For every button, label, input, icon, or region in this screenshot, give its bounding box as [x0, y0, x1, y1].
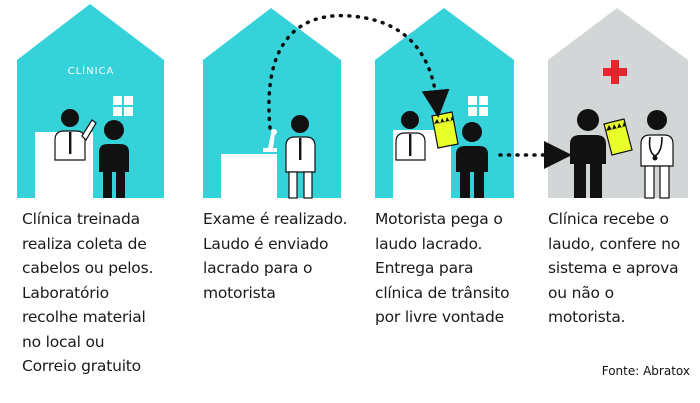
- window-icon: [113, 96, 133, 116]
- house-icon-1: CLÍNICA: [17, 4, 164, 198]
- step-1-caption: Clínica treinada realiza coleta de cabel…: [22, 210, 154, 375]
- doctor-icon: [54, 109, 97, 161]
- arrow-lab-to-driver: [267, 13, 450, 130]
- person-icon: [99, 120, 129, 198]
- house-sign-clinica: CLÍNICA: [68, 64, 115, 77]
- microscope-icon: [263, 129, 277, 152]
- window-icon: [468, 96, 488, 116]
- house-icon-2: [203, 8, 341, 199]
- person-icon: [456, 122, 488, 198]
- doctor-icon: [285, 115, 316, 199]
- lab-bench: [221, 154, 277, 198]
- sealed-report-icon: [603, 118, 633, 156]
- step-4-caption: Clínica recebe o laudo, confere no siste…: [548, 210, 681, 326]
- step-3-caption: Motorista pega o laudo lacrado. Entrega …: [375, 210, 510, 326]
- source-credit: Fonte: Abratox: [601, 364, 690, 378]
- person-icon: [570, 109, 606, 198]
- house-icon-4: [548, 8, 688, 199]
- doctor-icon: [395, 111, 426, 161]
- medical-cross-icon: [603, 60, 627, 84]
- doctor-icon: [640, 110, 674, 199]
- step-2-caption: Exame é realizado. Laudo é enviado lacra…: [203, 210, 348, 302]
- house-icon-3: [375, 8, 514, 198]
